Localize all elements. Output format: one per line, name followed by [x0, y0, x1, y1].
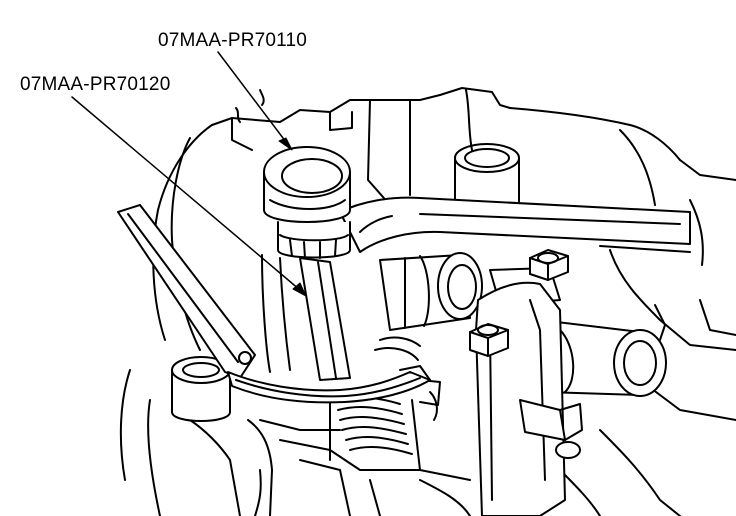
- leader-line-lower: [71, 96, 301, 291]
- tool-shaft: [261, 254, 351, 381]
- arrowhead-upper: [278, 137, 293, 151]
- wrench-handle: [339, 196, 691, 253]
- holder-bar: [117, 204, 256, 379]
- arrowhead-lower: [292, 282, 307, 297]
- callout-label-upper: 07MAA-PR70110: [158, 30, 308, 51]
- tool-cap: [263, 146, 351, 223]
- holder-plate: [227, 371, 431, 404]
- callout-label-lower: 07MAA-PR70120: [20, 74, 171, 95]
- rocker-assembly: [379, 249, 667, 516]
- left-cap: [171, 356, 231, 422]
- head-casting: [119, 369, 471, 516]
- cylinder-head-outline: [152, 89, 441, 351]
- leader-lines: [71, 51, 307, 297]
- leader-line-upper: [217, 51, 287, 143]
- tool-socket: [277, 221, 351, 259]
